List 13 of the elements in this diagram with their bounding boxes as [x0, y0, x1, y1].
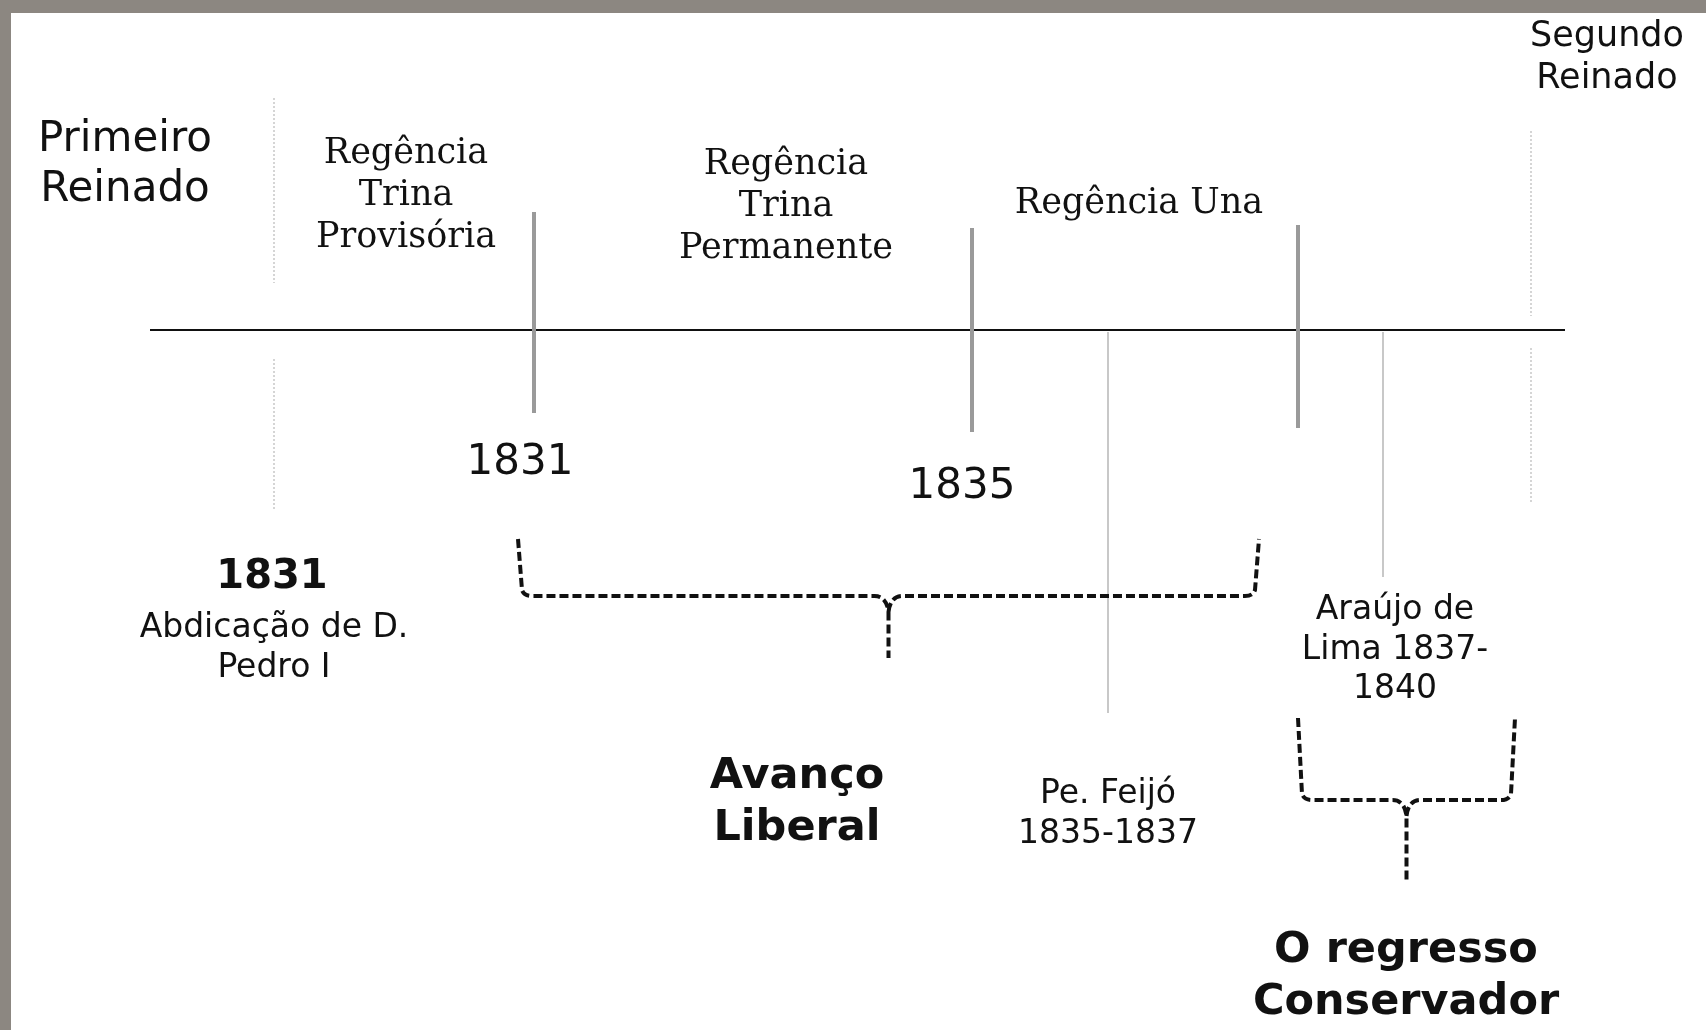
regent-label: Pe. Feijó 1835-1837 — [1017, 772, 1199, 852]
year-label: 1831 — [215, 550, 329, 598]
regent-label: Araújo de Lima 1837-1840 — [1300, 588, 1490, 707]
event-label: Abdicação de D. Pedro I — [138, 606, 410, 686]
phase-label: Avanço Liberal — [708, 748, 886, 852]
period-label: Regência Trina Provisória — [314, 130, 498, 256]
period-label: Regência Trina Permanente — [677, 141, 895, 267]
year-label: 1835 — [907, 459, 1017, 510]
period-label: Segundo Reinado — [1529, 13, 1685, 97]
phase-label: O regresso Conservador — [1251, 922, 1561, 1026]
period-label: Primeiro Reinado — [37, 112, 213, 213]
year-label: 1831 — [465, 435, 575, 486]
period-label: Regência Una — [1013, 180, 1265, 222]
